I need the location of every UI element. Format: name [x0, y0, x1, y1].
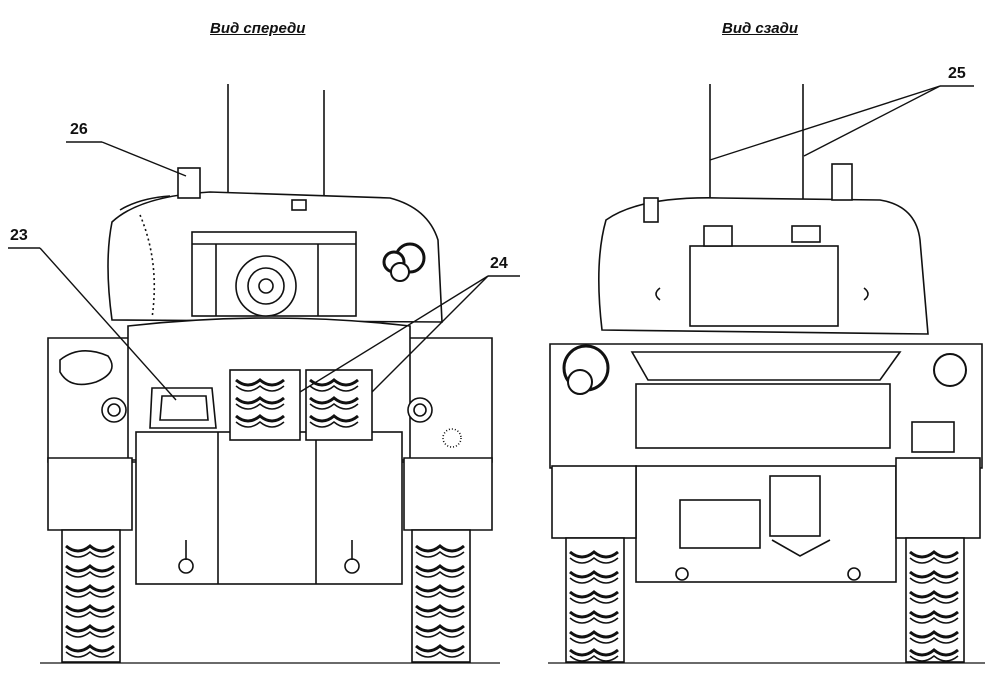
callout-24: 24 [490, 255, 508, 272]
front-view-drawing [40, 84, 500, 664]
leader-24b [371, 275, 489, 393]
leader-23 [39, 247, 177, 401]
callout-25: 25 [948, 65, 966, 82]
leader-24a [299, 275, 489, 393]
rear-view-title: Вид сзади [722, 20, 799, 37]
leader-25a [709, 85, 941, 161]
callout-leaders [8, 85, 974, 401]
callout-26: 26 [70, 121, 88, 138]
leader-26 [101, 141, 187, 177]
callout-23: 23 [10, 227, 28, 244]
front-view-title: Вид спереди [210, 20, 306, 37]
leader-25b [803, 85, 941, 157]
